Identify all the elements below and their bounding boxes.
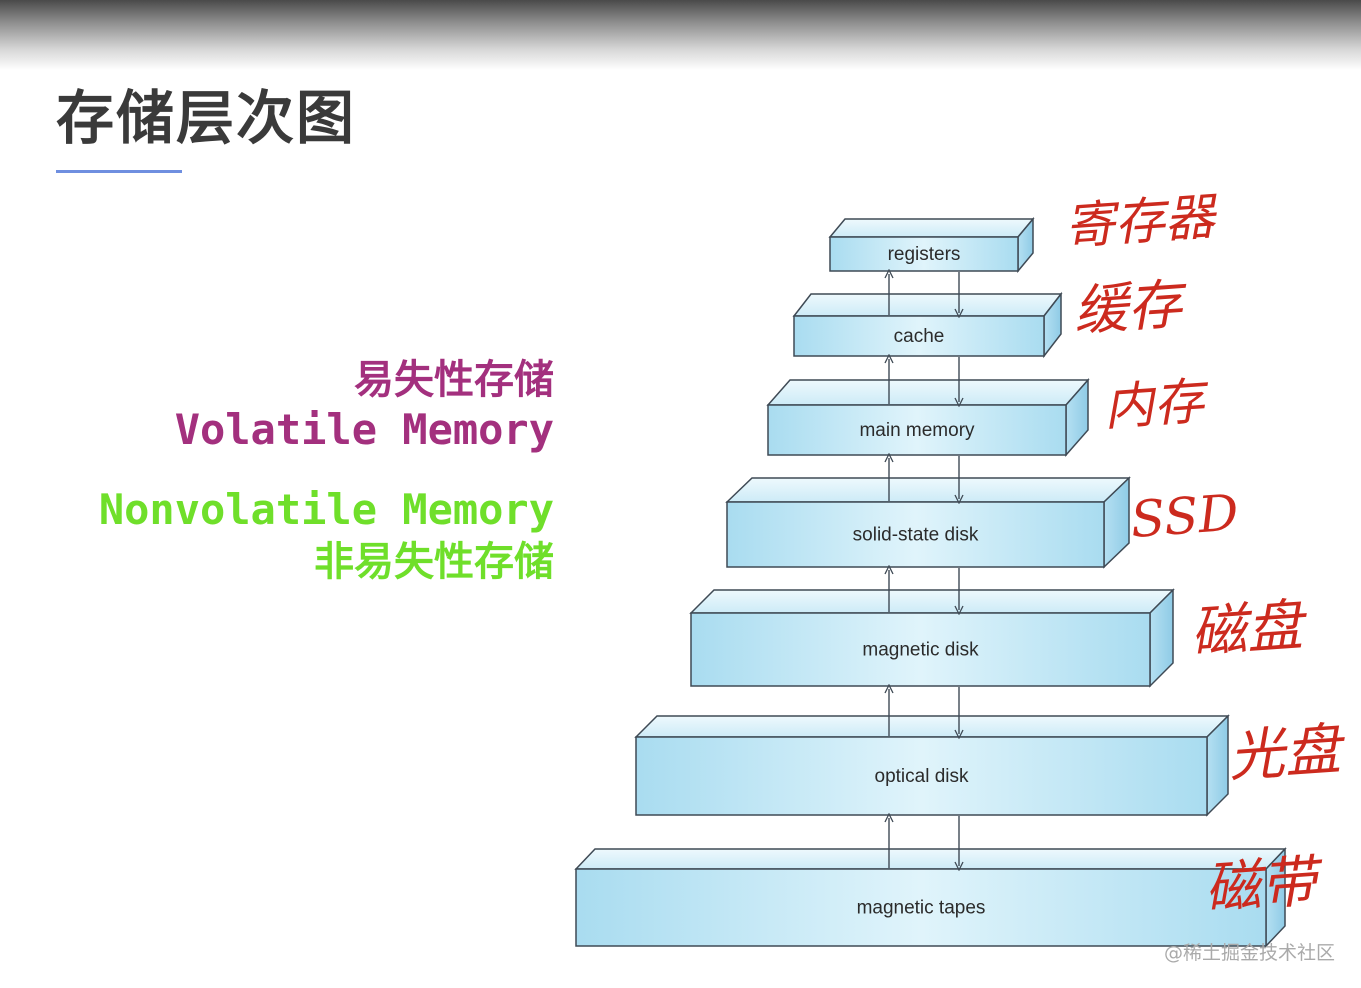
level-front-face <box>690 612 1151 687</box>
level-top-face <box>574 848 1287 870</box>
slide-title: 存储层次图 <box>56 84 357 152</box>
level-annotation-magnetic-disk: 磁盘 <box>1188 593 1310 666</box>
volatile-label-en: Volatile Memory <box>174 405 554 454</box>
watermark: @稀土掘金技术社区 <box>1163 942 1335 964</box>
level-label: cache <box>894 326 945 347</box>
level-front-face <box>829 236 1019 272</box>
level-annotation-cache: 缓存 <box>1072 272 1191 343</box>
level-solid-state-disk: solid-state disk <box>725 476 1131 569</box>
level-top-face <box>828 218 1035 238</box>
level-annotation-optical-disk: 光盘 <box>1226 717 1348 790</box>
level-front-face <box>726 501 1105 568</box>
level-front-face <box>575 868 1267 947</box>
level-cache: cache <box>792 291 1063 359</box>
level-front-face <box>635 736 1208 816</box>
level-registers: registers <box>828 216 1035 274</box>
level-annotation-solid-state-disk: SSD <box>1129 484 1241 549</box>
level-optical-disk: optical disk <box>634 714 1230 817</box>
level-magnetic-tapes: magnetic tapes <box>574 847 1287 948</box>
level-label: magnetic disk <box>862 640 979 661</box>
level-front-face <box>767 404 1067 456</box>
nonvolatile-label-cn: 非易失性存储 <box>314 539 554 585</box>
level-annotation-registers: 寄存器 <box>1063 187 1221 256</box>
level-magnetic-disk: magnetic disk <box>689 588 1175 688</box>
level-top-face <box>634 715 1230 738</box>
level-label: magnetic tapes <box>857 898 986 919</box>
volatile-label-cn: 易失性存储 <box>354 357 554 403</box>
level-label: registers <box>888 244 961 265</box>
nonvolatile-label-en: Nonvolatile Memory <box>98 485 554 534</box>
level-front-face <box>793 315 1045 357</box>
level-top-face <box>725 477 1131 503</box>
level-annotation-magnetic-tapes: 磁带 <box>1202 849 1326 922</box>
title-underline <box>56 170 182 173</box>
top-shadow <box>0 0 1361 70</box>
level-top-face <box>792 293 1063 317</box>
level-label: solid-state disk <box>853 525 979 546</box>
level-top-face <box>689 589 1175 614</box>
level-main-memory: main memory <box>766 378 1090 457</box>
level-annotation-main-memory: 内存 <box>1102 372 1212 437</box>
level-label: optical disk <box>875 766 969 787</box>
level-top-face <box>766 379 1090 406</box>
level-label: main memory <box>859 420 975 441</box>
